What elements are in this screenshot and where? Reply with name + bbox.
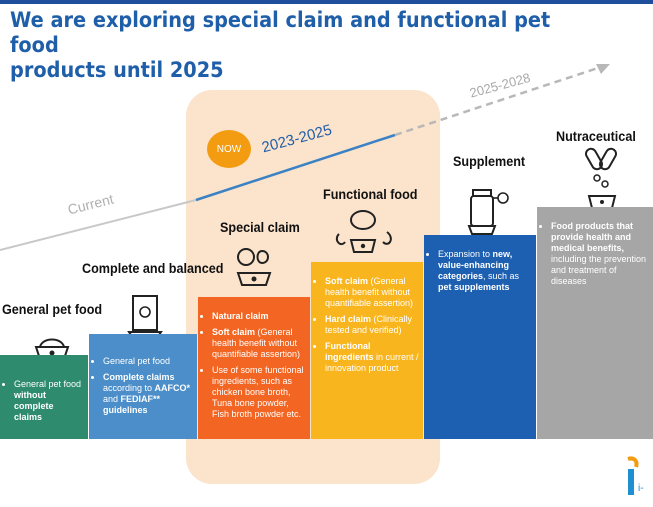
category-supplement: Supplement xyxy=(453,153,526,169)
special-bullet-2: Soft claim (General health benefit witho… xyxy=(212,327,306,360)
brand-logo-icon: i- xyxy=(627,456,644,495)
now-trend-line xyxy=(195,133,396,202)
category-complete: Complete and balanced xyxy=(82,260,224,276)
current-trend-line xyxy=(0,199,197,251)
functional-bullet-1: Soft claim (General health benefit witho… xyxy=(325,276,419,309)
plant-bowl-icon xyxy=(236,248,272,286)
functional-bullet-2: Hard claim (Clinically tested and verifi… xyxy=(325,314,419,336)
supplement-bottle-icon xyxy=(467,189,509,235)
capsule-icon xyxy=(585,147,617,209)
page-title: We are exploring special claim and funct… xyxy=(10,8,562,83)
title-line-1: We are exploring special claim and funct… xyxy=(10,8,551,57)
category-functional: Functional food xyxy=(323,186,418,202)
special-bullet-1: Natural claim xyxy=(212,311,306,322)
nutraceutical-bullet: Food products that provide health and me… xyxy=(551,221,649,287)
food-bag-icon xyxy=(127,295,163,339)
step-supplement: Expansion to new, value-enhancing catego… xyxy=(424,235,536,439)
supplement-bullet: Expansion to new, value-enhancing catego… xyxy=(438,249,532,293)
functional-bullet-3: Functional ingredients in current / inno… xyxy=(325,341,419,374)
step-functional: Soft claim (General health benefit witho… xyxy=(311,262,423,439)
brain-bowl-icon xyxy=(335,210,392,253)
special-bullet-3: Use of some functional ingredients, such… xyxy=(212,365,306,420)
step-general: General pet food without complete claims xyxy=(0,355,88,439)
title-line-2: products until 2025 xyxy=(10,58,224,82)
category-nutraceutical: Nutraceutical xyxy=(556,128,636,144)
general-bullet: General pet food without complete claims xyxy=(14,379,84,423)
category-general: General pet food xyxy=(2,301,103,317)
complete-bullet-2: Complete claims according to AAFCO* and … xyxy=(103,372,193,416)
step-complete: General pet food Complete claims accordi… xyxy=(89,334,197,439)
top-accent-bar xyxy=(0,0,653,4)
complete-bullet-1: General pet food xyxy=(103,356,193,367)
step-nutraceutical: Food products that provide health and me… xyxy=(537,207,653,439)
step-special: Natural claim Soft claim (General health… xyxy=(198,297,310,439)
now-badge: NOW xyxy=(207,130,251,168)
future-arrow-head xyxy=(596,64,610,74)
svg-text:i-: i- xyxy=(638,483,644,494)
category-special: Special claim xyxy=(220,219,300,235)
